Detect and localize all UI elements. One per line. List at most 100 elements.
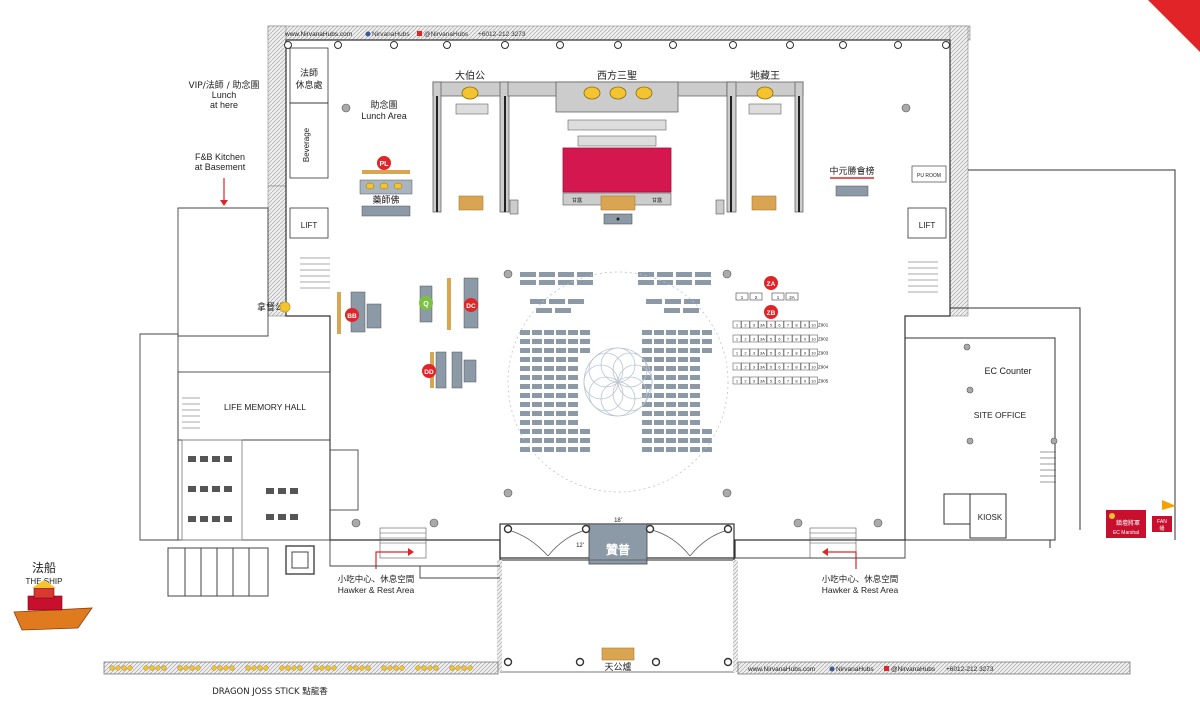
seat-block	[532, 429, 542, 434]
seat-block	[544, 366, 554, 371]
seat-block	[666, 402, 676, 407]
seat-block	[544, 429, 554, 434]
seat-block	[544, 411, 554, 416]
joss-stick-dot	[393, 665, 399, 671]
right-wall	[949, 25, 969, 317]
joss-stick-dot	[251, 665, 257, 671]
seat-block	[684, 299, 700, 304]
joss-stick-dot	[449, 665, 455, 671]
zb-cell	[792, 334, 801, 343]
seat-block	[556, 438, 566, 443]
zb-cell	[783, 376, 793, 385]
za-box	[771, 292, 785, 301]
zb-cell-label: 3	[753, 379, 756, 384]
seat-block	[690, 348, 700, 353]
seat-block	[556, 429, 566, 434]
fan-label-cn: 幡	[1159, 525, 1164, 532]
zb-cell	[792, 348, 801, 357]
joss-stick-dot	[365, 665, 371, 671]
footer-website: www.NirvanaHubs.com	[747, 666, 815, 673]
seat-block	[544, 420, 554, 425]
seat-block	[666, 393, 676, 398]
nazha-icon	[279, 301, 291, 313]
seat-block	[556, 366, 566, 371]
zb-cell-label: 9	[804, 351, 807, 356]
seat-block	[580, 330, 590, 335]
seat-block	[666, 366, 676, 371]
lift-left-label: LIFT	[301, 221, 318, 230]
monk-rest-label: 法師	[300, 67, 318, 79]
zb-cell	[732, 320, 742, 329]
fan-flag-icon	[1162, 500, 1176, 510]
marker-za-text: ZA	[767, 281, 776, 288]
size-18-label: 18'	[614, 518, 622, 524]
seat-block	[678, 375, 688, 380]
seat-block	[580, 447, 590, 452]
seat-block	[642, 438, 652, 443]
seat-block	[666, 447, 676, 452]
zb-cell	[741, 334, 750, 343]
zb-cell	[800, 376, 810, 385]
seat-block	[678, 384, 688, 389]
ship-cn-label: 法船	[32, 561, 56, 575]
seat-block	[702, 447, 712, 452]
seat-block	[532, 420, 542, 425]
zb-cell-label: 8	[795, 323, 798, 328]
footer-facebook-icon	[829, 666, 835, 672]
zb-cell-label: 3A	[760, 365, 765, 370]
seat-block	[695, 272, 711, 277]
zb-cell-label: 1	[736, 365, 739, 370]
dragon-stick-label: DRAGON JOSS STICK 點龍香	[212, 686, 328, 697]
seat-block	[642, 330, 652, 335]
seat-block	[642, 357, 652, 362]
deity-icons	[461, 86, 774, 100]
hawker-left-cn: 小吃中心、休息空間	[338, 574, 415, 585]
seat-block	[556, 339, 566, 344]
main-altar-red	[562, 147, 672, 193]
zb-cell-label: 6	[778, 365, 781, 370]
joss-stick-dot	[217, 665, 223, 671]
seat-block	[544, 375, 554, 380]
zb-cell	[758, 362, 767, 371]
joss-stick-dot	[325, 665, 331, 671]
seat-block	[654, 357, 664, 362]
seat-block	[642, 411, 652, 416]
seat-block	[646, 299, 662, 304]
seat-block	[544, 357, 554, 362]
seat-block	[580, 429, 590, 434]
zb-cell-label: 1	[736, 323, 739, 328]
zb-cell	[732, 334, 742, 343]
zb-row-label: Z905	[818, 379, 829, 384]
hawker-right-cn: 小吃中心、休息空間	[822, 574, 899, 585]
zb-cell-label: 3	[753, 351, 756, 356]
seat-block	[532, 393, 542, 398]
seat-block	[544, 339, 554, 344]
seat-block	[690, 438, 700, 443]
seat-block	[678, 393, 688, 398]
footer-youtube-icon	[884, 666, 889, 671]
footer-youtube: @NirvanaHubs	[891, 666, 936, 673]
zb-cell	[809, 320, 818, 329]
lunch-area-label2: Lunch Area	[361, 111, 407, 121]
zb-cell	[783, 320, 793, 329]
seat-block	[556, 348, 566, 353]
parking-bays	[167, 545, 315, 597]
seat-block	[544, 393, 554, 398]
joss-stick-dot	[347, 665, 353, 671]
seat-block	[690, 402, 700, 407]
monk-rest-label2: 休息處	[295, 79, 322, 91]
seat-block	[690, 384, 700, 389]
seat-block	[556, 447, 566, 452]
zb-cell	[766, 334, 776, 343]
zb-cell-label: 3	[753, 337, 756, 342]
seat-block	[580, 348, 590, 353]
ship-icon	[13, 580, 93, 631]
seat-block	[642, 375, 652, 380]
joss-stick-dot	[115, 665, 121, 671]
zb-cell-label: 7	[787, 379, 790, 384]
zb-cell-label: 1	[736, 351, 739, 356]
hawker-left-arrow-head	[408, 548, 414, 556]
header-contact: www.NirvanaHubs.com NirvanaHubs @Nirvana…	[284, 31, 526, 38]
joss-stick-dot	[189, 665, 195, 671]
